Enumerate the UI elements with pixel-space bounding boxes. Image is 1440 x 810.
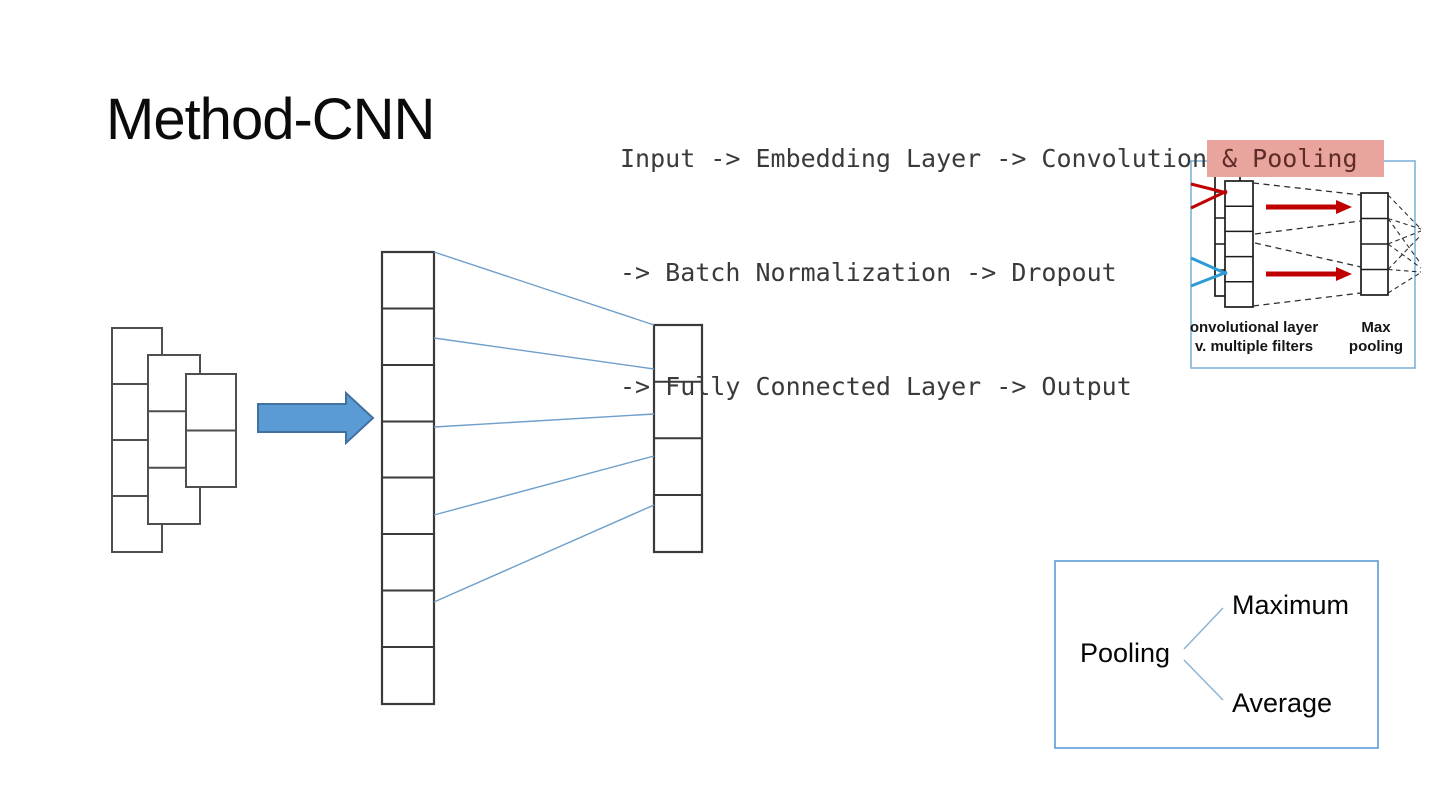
pooling-dashed-lines [1252,182,1362,307]
branch-line-maximum [1183,607,1224,650]
branch-line-average [1183,659,1224,701]
figure-caption-right-line1: Max [1361,319,1391,336]
slide-title: Method-CNN [106,87,435,152]
figure-caption-left: onvolutional layer v. multiple filters [1184,318,1324,356]
pipeline-line1-plain: Input -> Embedding Layer -> Convolution [620,144,1207,173]
pooling-arrow-icon-bottom [1266,267,1352,281]
figure-caption-right-line2: pooling [1348,338,1404,355]
conv-feature-column [380,250,436,706]
pooling-maximum-label: Maximum [1232,590,1350,620]
pooled-column [652,323,704,554]
filter-lines-blue [1190,256,1228,288]
pipeline-text: Input -> Embedding Layer -> Convolution … [620,64,1384,482]
conv-pooling-figure [1190,160,1422,369]
figure-caption-right: Max pooling [1330,318,1422,356]
pooling-arrow-icon-top [1266,200,1352,214]
figure-feature-map-front [1224,180,1254,308]
figure-caption-left-line2: v. multiple filters [1194,338,1314,355]
embedding-stack-front [185,373,237,488]
pipeline-line-2: -> Batch Normalization -> Dropout [620,258,1117,287]
pooling-connection-lines [433,251,655,603]
pipeline-line-3: -> Fully Connected Layer -> Output [620,372,1132,401]
pooling-types-box [1054,560,1379,749]
flow-arrow-icon [257,390,375,446]
pooling-root-label: Pooling [1080,638,1171,668]
pooling-average-label: Average [1232,688,1333,718]
figure-caption-left-line1: onvolutional layer [1189,319,1319,336]
output-fan-dashed-lines [1387,194,1422,294]
filter-lines-red [1190,182,1228,210]
embedding-stacks [111,327,237,553]
pipeline-line1-highlight: & Pooling [1207,140,1384,177]
pipeline-line-1: Input -> Embedding Layer -> Convolution … [620,140,1384,178]
